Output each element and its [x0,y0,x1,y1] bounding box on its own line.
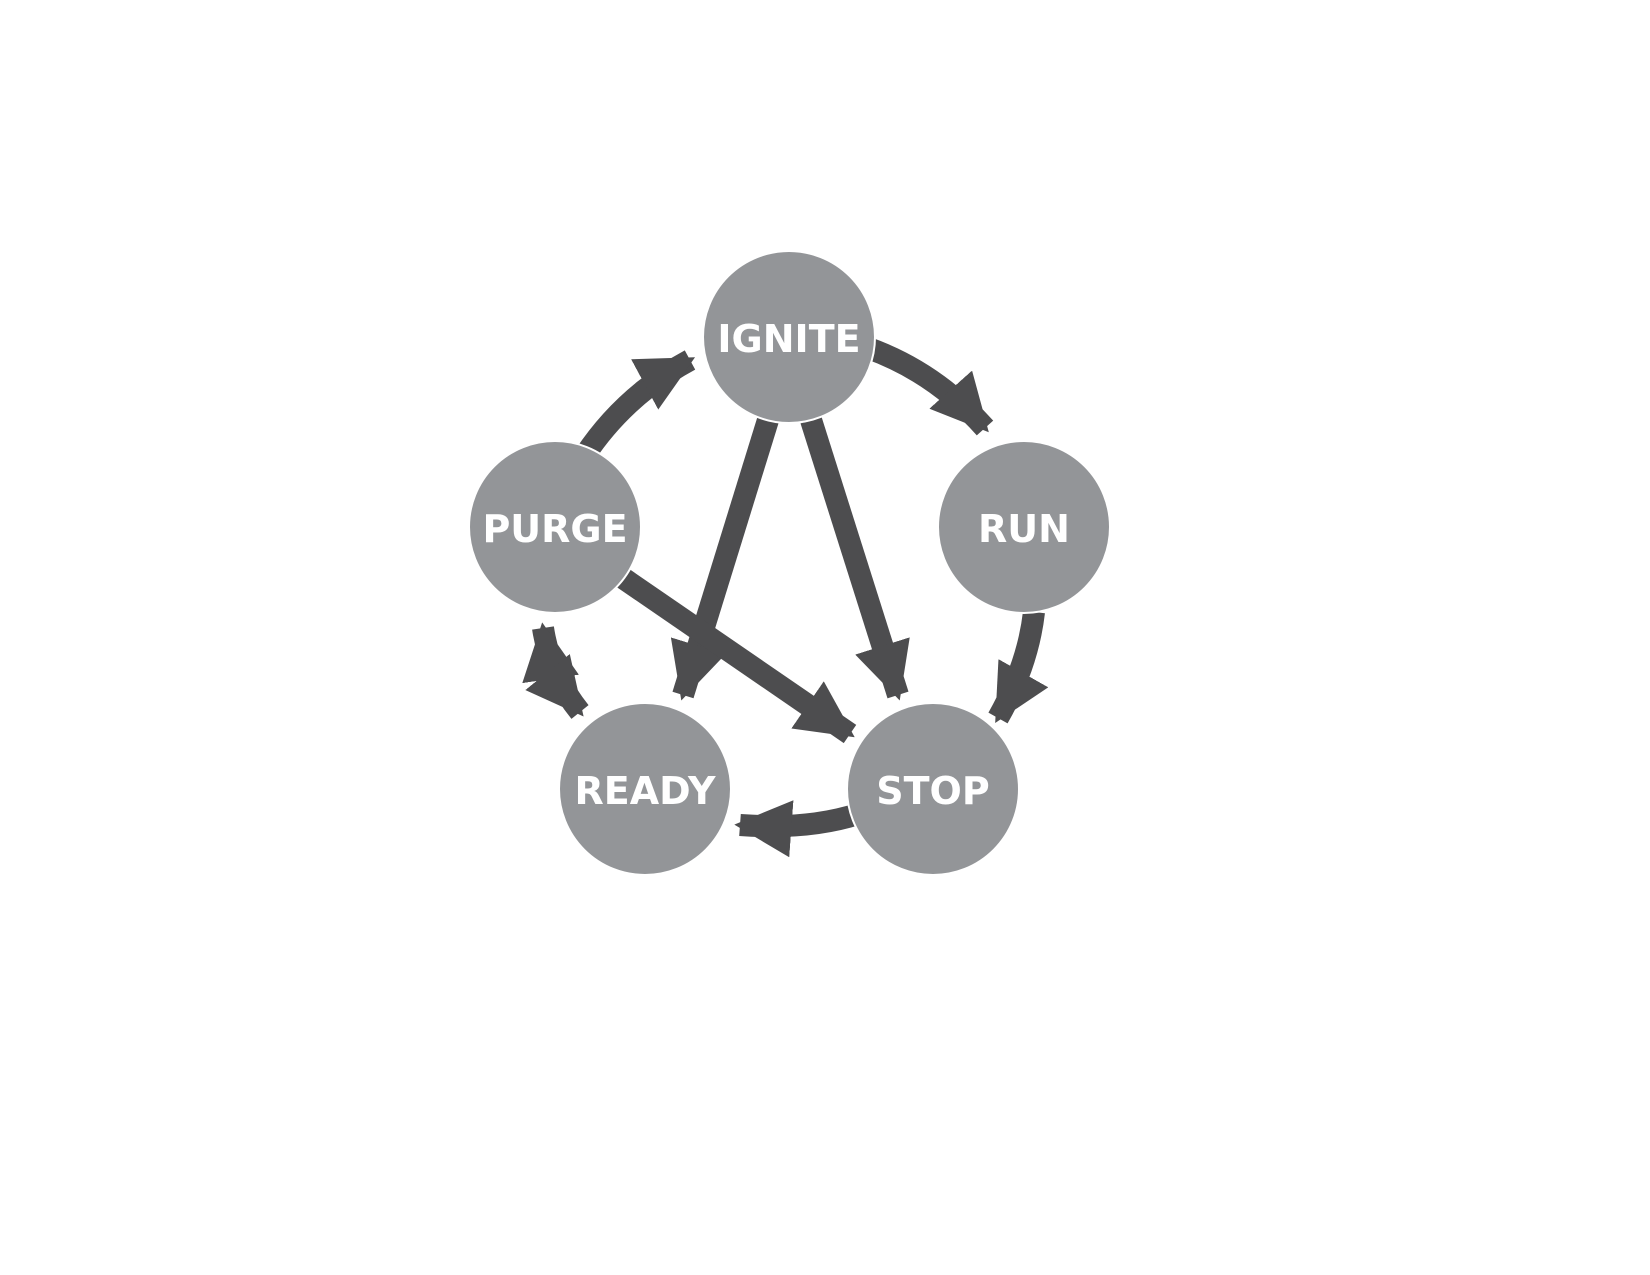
node-ready-label: READY [575,769,716,813]
node-stop-label: STOP [876,769,989,813]
edge-stop-to-ready [734,800,862,858]
edge-ignite-to-run [864,337,994,436]
node-purge-label: PURGE [482,507,627,551]
node-ready: READY [558,702,732,876]
node-stop: STOP [846,702,1020,876]
node-run-label: RUN [978,507,1070,551]
node-run: RUN [937,440,1111,614]
edge-purge-to-ignite [575,350,696,462]
edge-run-to-stop [988,610,1049,724]
edge-purge-to-stop [613,566,857,744]
node-ignite: IGNITE [702,250,876,424]
node-purge: PURGE [468,440,642,614]
node-ignite-label: IGNITE [717,317,860,361]
edge-ignite-to-ready [670,416,779,701]
edge-ignite-to-stop [800,416,910,701]
edge-purge-ready-bidirectional [522,622,589,719]
